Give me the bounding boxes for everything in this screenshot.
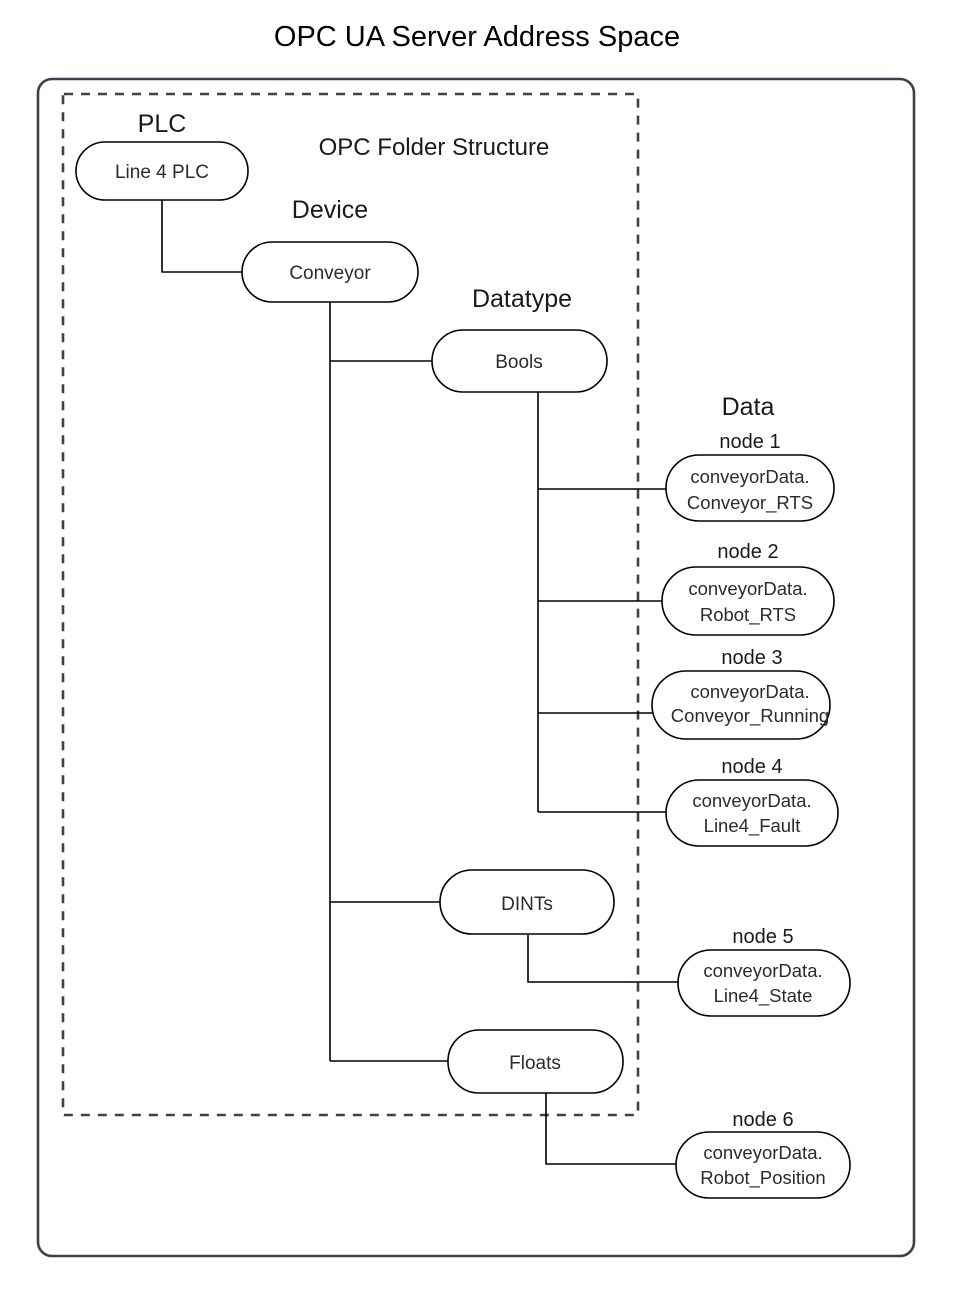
node-dints-label: DINTs — [501, 894, 553, 915]
node2-line2: Robot_RTS — [700, 604, 796, 626]
column-label-datatype: Datatype — [472, 285, 572, 313]
node-line4-plc[interactable]: Line 4 PLC — [75, 141, 249, 201]
node6-line1: conveyorData. — [703, 1142, 822, 1163]
node-line4-state-shape — [677, 949, 851, 1017]
node-line4-plc-label: Line 4 PLC — [115, 162, 209, 183]
column-label-data: Data — [722, 393, 775, 421]
node3-caption: node 3 — [721, 647, 782, 669]
node2-line1: conveyorData. — [688, 578, 807, 599]
node-dints[interactable]: DINTs — [439, 869, 615, 935]
node-bools-label: Bools — [495, 352, 543, 373]
node-conveyor-running-shape — [651, 670, 831, 740]
node1-line2: Conveyor_RTS — [687, 492, 813, 514]
node-conveyor-rts[interactable]: conveyorData. Conveyor_RTS — [665, 454, 835, 522]
column-label-plc: PLC — [138, 110, 187, 138]
node-bools[interactable]: Bools — [431, 329, 608, 393]
node1-line1: conveyorData. — [690, 466, 809, 487]
node-line4-fault-shape — [665, 779, 839, 847]
node4-line1: conveyorData. — [692, 790, 811, 811]
column-label-device: Device — [292, 196, 368, 224]
node-line4-state[interactable]: conveyorData. Line4_State — [677, 949, 851, 1017]
node3-line2: Conveyor_Running — [671, 705, 829, 727]
node-robot-rts-shape — [661, 566, 835, 636]
node5-caption: node 5 — [732, 926, 793, 948]
node4-line2: Line4_Fault — [704, 815, 801, 837]
connector-dints-to-node5 — [527, 935, 678, 983]
diagram-title: OPC UA Server Address Space — [274, 21, 680, 53]
node-conveyor-label: Conveyor — [289, 263, 371, 284]
node6-caption: node 6 — [732, 1109, 793, 1131]
node-robot-position-shape — [675, 1131, 851, 1199]
node2-caption: node 2 — [717, 541, 778, 563]
node-conveyor-running[interactable]: conveyorData. Conveyor_Running — [651, 670, 831, 740]
node1-caption: node 1 — [719, 431, 780, 453]
node-conveyor-rts-shape — [665, 454, 835, 522]
node-robot-position[interactable]: conveyorData. Robot_Position — [675, 1131, 851, 1199]
node6-line2: Robot_Position — [700, 1167, 825, 1189]
node-robot-rts[interactable]: conveyorData. Robot_RTS — [661, 566, 835, 636]
node-floats-label: Floats — [509, 1053, 561, 1074]
node-conveyor-shape — [241, 241, 419, 303]
node4-caption: node 4 — [721, 756, 782, 778]
node-line4-fault[interactable]: conveyorData. Line4_Fault — [665, 779, 839, 847]
opc-folder-structure-label: OPC Folder Structure — [319, 134, 550, 161]
connector-floats-to-node6 — [545, 1093, 676, 1165]
node3-line1: conveyorData. — [690, 681, 809, 702]
node-bools-shape — [431, 329, 608, 393]
node5-line1: conveyorData. — [703, 960, 822, 981]
node-floats[interactable]: Floats — [447, 1029, 624, 1094]
node5-line2: Line4_State — [714, 985, 813, 1007]
node-floats-shape — [447, 1029, 624, 1094]
connector-plc-to-conveyor — [161, 200, 242, 273]
node-conveyor[interactable]: Conveyor — [241, 241, 419, 303]
node-line4-plc-shape — [75, 141, 249, 201]
node-dints-shape — [439, 869, 615, 935]
